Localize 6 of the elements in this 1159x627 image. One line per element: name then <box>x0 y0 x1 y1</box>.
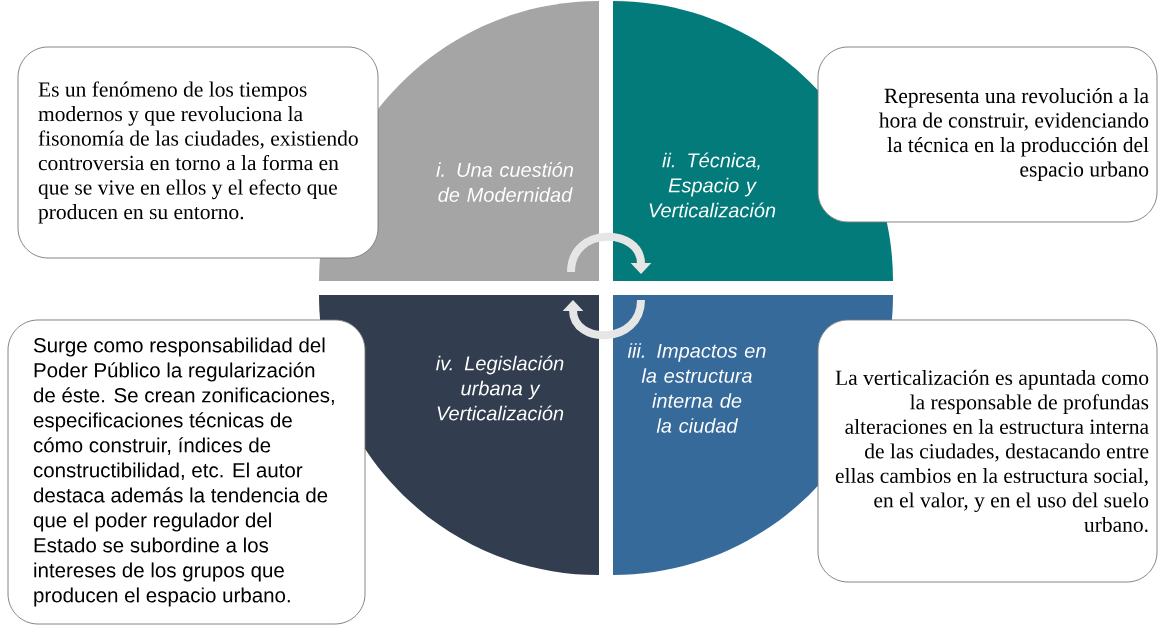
text-box: La verticalización es apuntada como la responsable de profundas alteraciones en la estructura interna de las ciudades, destacando entre ellas cambios en la estructura social, en el valor, y en el uso del suelo urbano. <box>817 319 1158 583</box>
text-box: Representa una revolución a la hora de construir, evidenciando la técnica en la producción del espacio urbano <box>817 46 1158 223</box>
text-box: Es un fenómeno de los tiempos modernos y que revoluciona la fisonomía de las ciudades, existiendo controversia en torno a la forma en que se vive en ellos y el efecto que producen en su entorno. <box>17 46 379 259</box>
circular-arrow <box>562 299 645 340</box>
text-box: Surge como responsabilidad del Poder Público la regularización de éste. Se crean zonificaciones, especificaciones técnicas de cómo construir, índices de constructibilidad, etc. El autor destaca además la tendencia de que el poder regulador del Estado se subordine a los intereses de los grupos que producen el espacio urbano. <box>7 319 366 625</box>
circular-arrow <box>567 232 652 274</box>
